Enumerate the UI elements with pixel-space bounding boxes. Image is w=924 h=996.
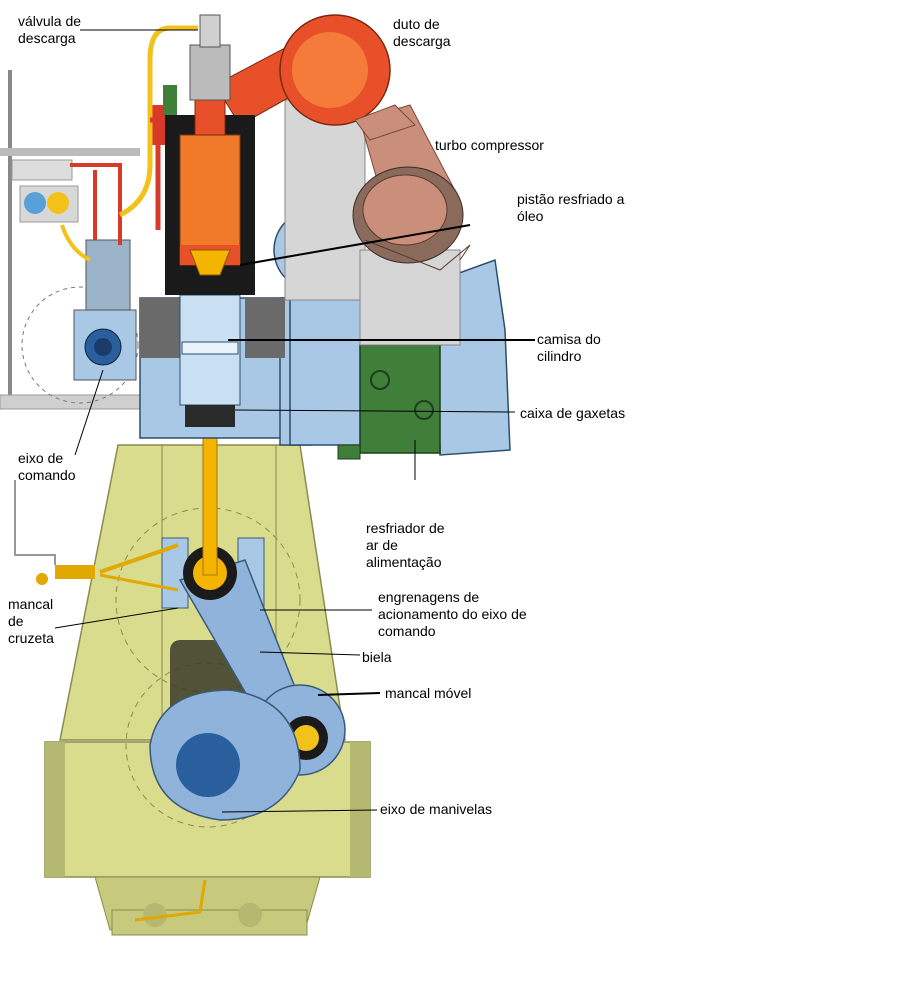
label-biela: biela [362,649,392,665]
label-caixa-gaxetas: caixa de gaxetas [520,405,626,421]
fuel-pump-assembly [0,70,141,410]
label-resfriador: resfriador de ar de alimentação [366,520,445,570]
label-camisa: camisa do cilindro [537,331,601,364]
cylinder-cover [150,14,255,295]
exhaust-duct [214,14,416,141]
label-pistao: pistão resfriado a óleo [517,191,625,224]
label-eixo-manivelas: eixo de manivelas [380,801,493,817]
label-engrenagens: engrenagens de acionamento do eixo de co… [378,589,527,639]
cylinder-liner-ports [181,341,239,355]
leader-lines [54,29,535,813]
label-eixo-comando: eixo de comando [18,450,76,483]
label-duto-descarga: duto de descarga [393,16,451,49]
connecting-rod-crank [149,546,346,821]
label-mancal-cruzeta: mancal de cruzeta [8,596,54,646]
label-valvula-descarga: válvula de descarga [18,13,82,46]
label-mancal-movel: mancal móvel [385,685,472,701]
air-cooler [337,344,441,460]
label-turbo-compressor: turbo compressor [435,137,544,153]
